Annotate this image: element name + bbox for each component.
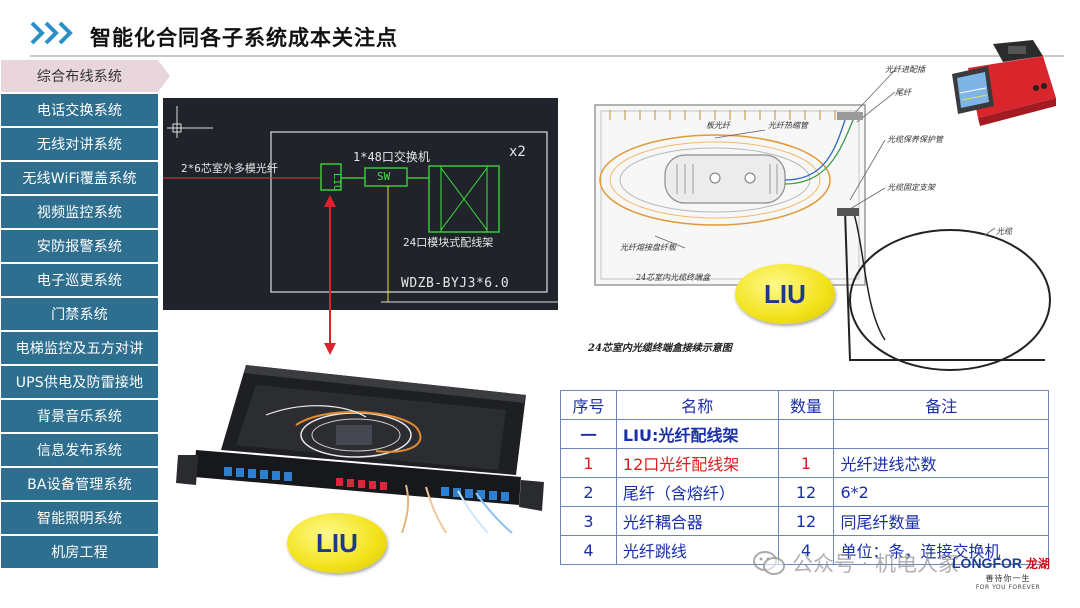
active-arrow-icon [158,60,170,92]
table-row: 一 LIU:光纤配线架 [560,419,1049,449]
watermark: 公众号 · 机电人家 [752,548,959,578]
sidebar-item-alarm[interactable]: 安防报警系统 [1,230,158,262]
cell-name: LIU:光纤配线架 [615,419,779,449]
cell-qty: 12 [777,477,835,507]
cell-note: 单位：条，连接交换机 [833,535,1049,565]
cad-multiplier: x2 [509,144,526,160]
table-row: 1 12口光纤配线架 1 光纤进线芯数 [560,448,1049,478]
cell-name: 尾纤（含熔纤） [615,477,779,507]
cell-note [833,419,1049,449]
diagram-label-heat-shrink: 光纤热缩管 [768,121,808,130]
col-header-name: 名称 [615,390,779,420]
diagram-label-cable-protect: 光缆保养保护管 [887,135,943,144]
diagram-label-box: 24芯室内光缆终端盒 [636,273,711,282]
table-row: 4 光纤跳线 4 单位：条，连接交换机 [560,535,1049,565]
cad-sw-label: SW [377,170,391,183]
fiber-patch-panel-image [176,365,544,534]
cell-qty: 12 [777,506,835,536]
cell-no: 2 [560,477,617,507]
cad-liu-label: LIU [331,173,342,192]
sidebar-item-intercom[interactable]: 无线对讲系统 [1,128,158,160]
cad-patch-label: 24口模块式配线架 [403,236,494,249]
cad-cable-label: WDZB-BYJ3*6.0 [401,276,510,291]
logo-tagline-en: FOR YOU FOREVER [975,584,1041,591]
longfor-logo: LONGFOR 龙湖 善待你一生 FOR YOU FOREVER [952,555,1064,591]
cell-note: 光纤进线芯数 [833,448,1049,478]
liu-badge-bottom: LIU [287,513,387,573]
sidebar-item-lighting[interactable]: 智能照明系统 [1,502,158,534]
cell-no: 1 [560,448,617,478]
connector-arrow-icon [324,195,336,355]
wechat-icon [753,551,785,575]
sidebar-item-wifi[interactable]: 无线WiFi覆盖系统 [1,162,158,194]
page-title: 智能化合同各子系统成本关注点 [90,26,398,50]
sidebar-item-patrol[interactable]: 电子巡更系统 [1,264,158,296]
diagram-caption: 24芯室内光缆终端盒接续示意图 [588,343,732,354]
diagram-label-cable: 光缆 [996,227,1012,236]
header-divider [30,55,1064,57]
diagram-label-splice-tray: 光纤熔接盘纤板 [620,243,676,252]
sidebar-item-ba[interactable]: BA设备管理系统 [1,468,158,500]
logo-tagline-cn: 善待你一生 [985,574,1031,583]
cell-qty [777,419,835,449]
cell-no: 一 [560,419,617,449]
liu-badge-top: LIU [735,264,835,324]
cell-note: 6*2 [833,477,1049,507]
materials-table: 序号 名称 数量 备注 一 LIU:光纤配线架 1 12口光纤配线架 1 光纤进… [560,390,1049,565]
sidebar-item-elevator[interactable]: 电梯监控及五方对讲 [1,332,158,364]
cell-note: 同尾纤数量 [833,506,1049,536]
cell-qty: 4 [777,535,835,565]
cell-name: 光纤耦合器 [615,506,779,536]
cad-drawing: 2*6芯室外多模光纤 LIU 1*48口交换机 SW x2 24口模块式配线架 … [163,98,558,310]
diagram-label-cable-fix: 光缆固定支架 [887,183,935,192]
table-row: 3 光纤耦合器 12 同尾纤数量 [560,506,1049,536]
cell-name: 12口光纤配线架 [615,448,779,478]
diagram-label-fiber-inlet: 光纤进配插 [885,65,925,74]
cell-name: 光纤跳线 [615,535,779,565]
watermark-text: 公众号 · 机电人家 [792,552,960,576]
table-header-row: 序号 名称 数量 备注 [560,390,1049,420]
sidebar-item-telephone[interactable]: 电话交换系统 [1,94,158,126]
col-header-no: 序号 [560,390,617,420]
triple-chevron-icon [30,21,73,45]
logo-brand: LONGFOR [952,555,1022,571]
sidebar-item-cctv[interactable]: 视频监控系统 [1,196,158,228]
logo-brand-cn: 龙湖 [1025,557,1050,571]
table-row: 2 尾纤（含熔纤） 12 6*2 [560,477,1049,507]
sidebar-item-ups[interactable]: UPS供电及防雷接地 [1,366,158,398]
sidebar-item-signage[interactable]: 信息发布系统 [1,434,158,466]
cell-qty: 1 [777,448,835,478]
cad-fiber-label: 2*6芯室外多模光纤 [181,162,278,175]
sidebar-item-music[interactable]: 背景音乐系统 [1,400,158,432]
diagram-label-pigtail: 尾纤 [895,88,911,97]
col-header-note: 备注 [833,390,1049,420]
sidebar-item-cabling[interactable]: 综合布线系统 [1,60,158,92]
splice-box-diagram [594,69,1051,371]
cad-switch-title: 1*48口交换机 [353,150,430,164]
cell-no: 4 [560,535,617,565]
diagram-label-panel-fiber: 板光纤 [706,121,730,130]
sidebar-item-access[interactable]: 门禁系统 [1,298,158,330]
fusion-splicer-image [952,40,1056,126]
cell-no: 3 [560,506,617,536]
col-header-qty: 数量 [777,390,835,420]
sidebar-item-machine-room[interactable]: 机房工程 [1,536,158,568]
